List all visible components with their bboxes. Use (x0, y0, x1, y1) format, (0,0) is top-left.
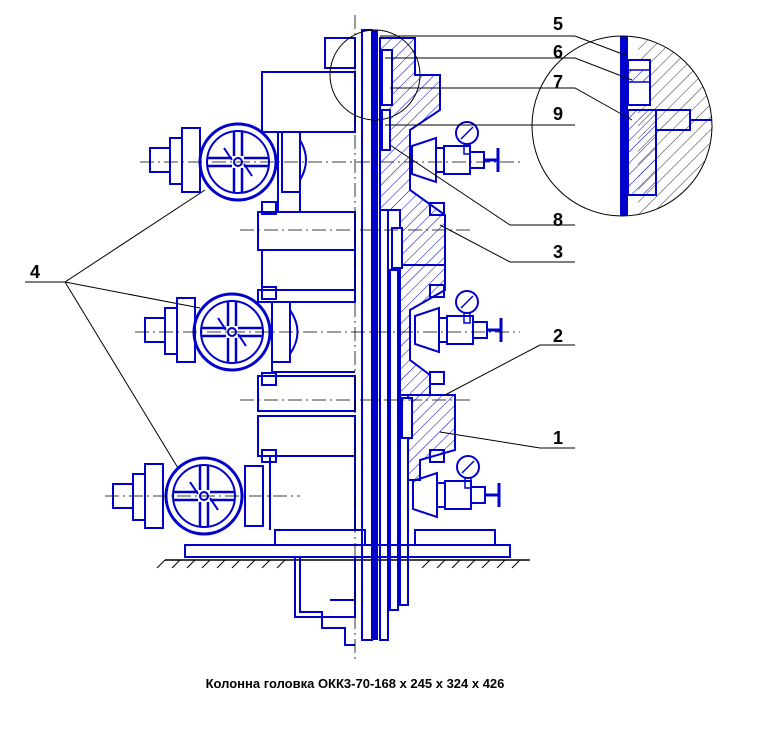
drawing-caption: Колонна головка ОКК3-70-168 х 245 х 324 … (205, 676, 505, 691)
leader-lines (25, 35, 633, 469)
base-plate (184, 529, 511, 618)
callout-1: 1 (553, 428, 563, 448)
callout-6: 6 (553, 42, 563, 62)
lower-pipe (299, 557, 355, 646)
callout-2: 2 (553, 326, 563, 346)
callout-4: 4 (30, 262, 40, 282)
valve-right-bottom (411, 455, 501, 519)
callout-9: 9 (553, 104, 563, 124)
column-left-body (257, 37, 356, 530)
gate-valve-left-top (149, 122, 307, 202)
flange-bolts-left (261, 201, 277, 463)
callout-5: 5 (553, 14, 563, 34)
detail-view (531, 35, 713, 217)
callout-8: 8 (553, 210, 563, 230)
valve-right-top (410, 121, 500, 184)
callout-7: 7 (553, 72, 563, 92)
callout-3: 3 (553, 242, 563, 262)
center-lines (105, 15, 520, 660)
detail-marker-circle (329, 29, 421, 121)
right-section (379, 37, 456, 481)
ground-line (156, 559, 530, 569)
flange-bolts-right (429, 202, 445, 463)
